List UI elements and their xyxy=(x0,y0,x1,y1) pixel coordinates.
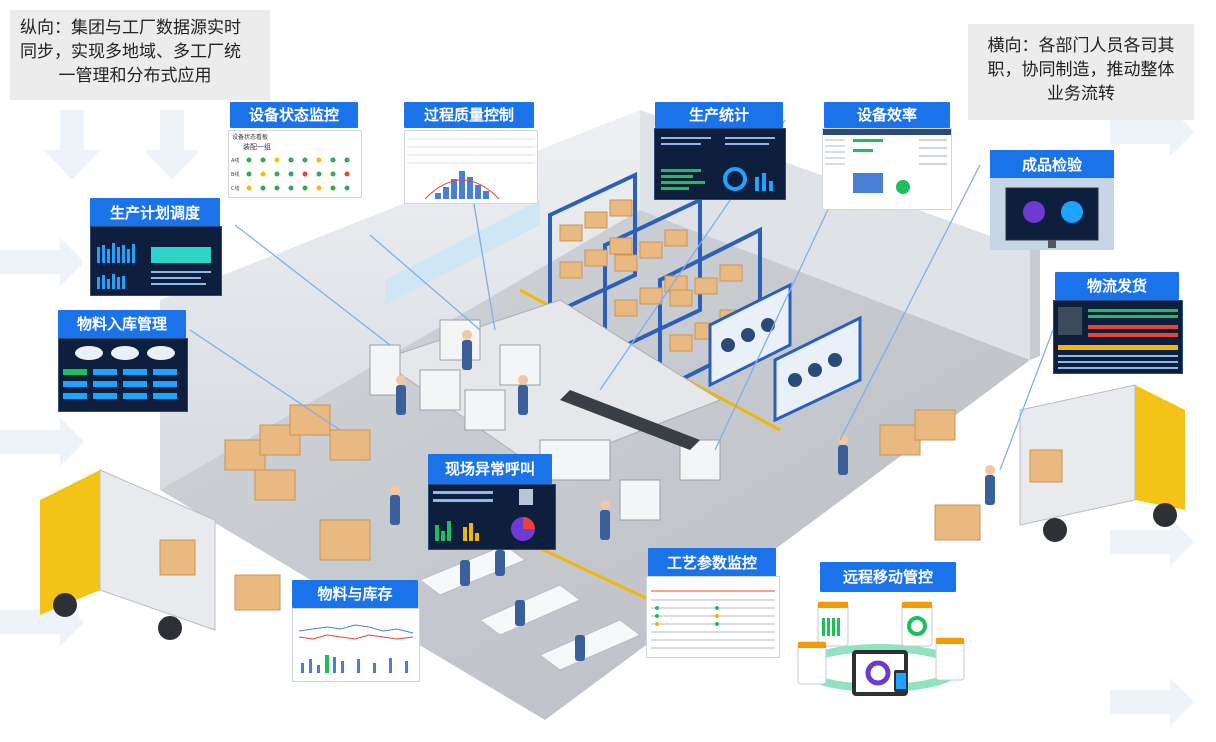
background-arrows xyxy=(0,108,1194,726)
onsite-alert-thumbnail xyxy=(428,484,556,550)
truck-right xyxy=(1019,384,1185,542)
finished-inspection-visual xyxy=(1005,187,1099,248)
horizontal-note-line-2: 职，协同制造，推动整体 xyxy=(987,60,1175,80)
finished-inspection-thumbnail xyxy=(990,178,1114,250)
production-stats-visual xyxy=(661,137,775,191)
vertical-sync-note: 纵向：集团与工厂数据源实时 同步，实现多地域、多工厂统 一管理和分布式应用 xyxy=(10,10,270,100)
onsite-alert-visual xyxy=(433,489,535,541)
truck-left xyxy=(40,469,216,640)
workers xyxy=(390,330,995,661)
logistics-shipping-thumbnail xyxy=(1053,300,1183,374)
label-remote-mobile: 远程移动管控 xyxy=(820,562,956,592)
logistics-shipping-visual xyxy=(1058,307,1178,369)
process-monitor-thumbnail xyxy=(646,576,780,658)
label-onsite-alert: 现场异常呼叫 xyxy=(428,454,552,484)
horizontal-collab-note: 横向：各部门人员各司其 职，协同制造，推动整体 业务流转 xyxy=(968,24,1194,120)
production-planning-visual xyxy=(97,243,211,289)
equipment-efficiency-visual xyxy=(823,129,951,194)
equipment-status-row-label: B线 xyxy=(231,171,239,178)
material-inventory-visual xyxy=(298,624,414,673)
label-material-inventory: 物料与库存 xyxy=(292,580,418,608)
label-quality-control: 过程质量控制 xyxy=(404,102,534,128)
equipment-status-group-title: 装配一组 xyxy=(243,143,271,151)
equipment-status-row-label: A线 xyxy=(231,157,239,164)
label-production-planning: 生产计划调度 xyxy=(90,198,220,228)
pallet-boxes-left xyxy=(224,404,371,561)
horizontal-note-line-3: 业务流转 xyxy=(1047,84,1115,104)
vertical-note-line-1: 纵向：集团与工厂数据源实时 xyxy=(20,18,241,38)
remote-mobile-thumbnail xyxy=(790,594,970,712)
label-material-storage: 物料入库管理 xyxy=(58,310,186,338)
label-equipment-efficiency: 设备效率 xyxy=(824,102,950,128)
factory-back-wall-left xyxy=(160,110,640,490)
equipment-status-row-label: C线 xyxy=(231,185,240,192)
reel-racks xyxy=(708,282,862,423)
remote-mobile-visual xyxy=(797,601,965,696)
equipment-status-thumbnail: 设备状态看板 装配一组 A线 B线 C线 xyxy=(228,130,362,198)
equipment-status-dots: A线 B线 C线 xyxy=(231,157,350,192)
production-stats-thumbnail xyxy=(654,128,786,200)
quality-control-thumbnail xyxy=(404,130,538,204)
material-storage-visual xyxy=(63,346,177,399)
equipment-status-header: 设备状态看板 xyxy=(232,134,269,141)
process-monitor-visual xyxy=(651,590,775,649)
vertical-note-line-2: 同步，实现多地域、多工厂统 xyxy=(20,42,241,62)
label-finished-inspection: 成品检验 xyxy=(990,150,1114,180)
pallet-boxes-right xyxy=(234,409,981,611)
vertical-note-line-3: 一管理和分布式应用 xyxy=(58,66,212,86)
material-storage-thumbnail xyxy=(58,338,188,412)
material-inventory-thumbnail xyxy=(292,608,420,682)
production-planning-thumbnail xyxy=(90,226,222,296)
label-equipment-status: 设备状态监控 xyxy=(230,102,358,128)
horizontal-note-line-1: 横向：各部门人员各司其 xyxy=(987,36,1175,56)
label-logistics-shipping: 物流发货 xyxy=(1055,272,1179,300)
equipment-efficiency-thumbnail xyxy=(822,128,952,210)
label-process-monitor: 工艺参数监控 xyxy=(648,548,776,578)
label-production-stats: 生产统计 xyxy=(655,102,783,128)
quality-histogram xyxy=(407,138,535,200)
